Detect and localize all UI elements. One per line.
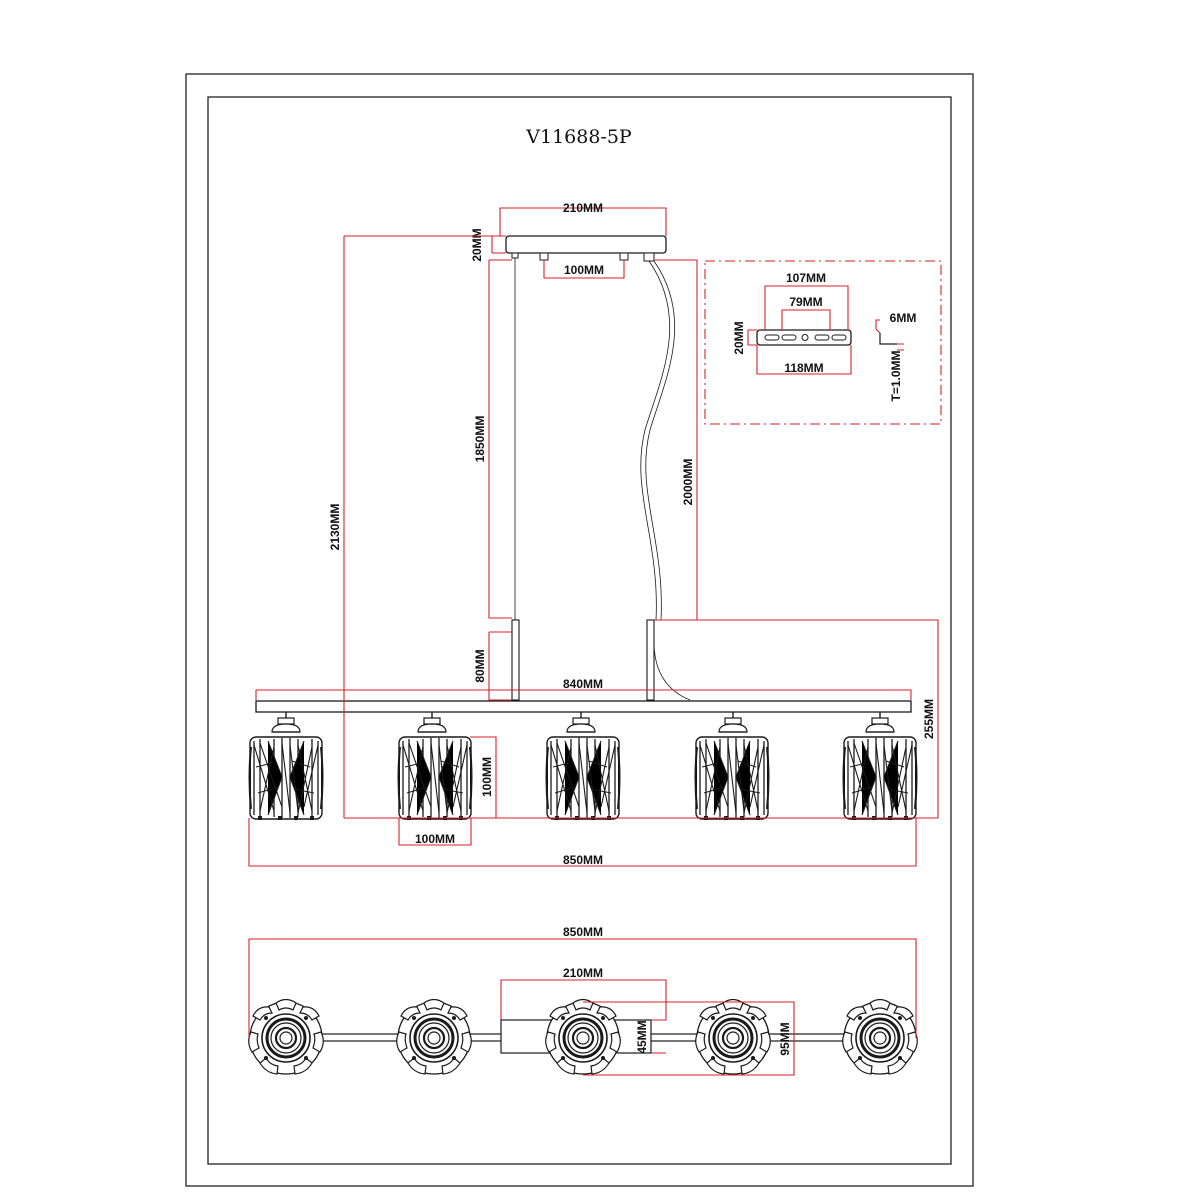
canopy-cable-grip bbox=[643, 252, 655, 262]
dim-top-canopy-depth: 45MM bbox=[635, 1020, 649, 1053]
shade-1 bbox=[248, 736, 324, 821]
dim-top-canopy-width: 210MM bbox=[563, 966, 603, 980]
rod-right bbox=[646, 619, 655, 701]
dim-bar-length: 840MM bbox=[563, 677, 603, 691]
outer-frame bbox=[185, 73, 974, 1187]
shade-5 bbox=[842, 736, 918, 821]
canopy bbox=[505, 235, 667, 254]
model-title: V11688-5P bbox=[525, 126, 632, 148]
dim-cable-length: 2000MM bbox=[681, 459, 695, 506]
top-shade-5 bbox=[841, 998, 919, 1076]
canopy-hook-left bbox=[511, 252, 519, 259]
dim-top-lamp-diameter: 95MM bbox=[778, 1022, 792, 1055]
rod-left bbox=[511, 619, 520, 701]
bracket-detail: 107MM 79MM 20MM 118MM 6MM T=1.0MM bbox=[704, 260, 942, 425]
top-shade-3 bbox=[544, 998, 622, 1076]
front-view bbox=[248, 235, 918, 821]
dim-canopy-height: 20MM bbox=[470, 228, 484, 261]
inner-frame bbox=[207, 96, 952, 1165]
shade-3 bbox=[545, 736, 621, 821]
front-dimensions: 210MM 20MM 100MM 2130MM 1850MM 80MM 2000… bbox=[248, 201, 939, 867]
dim-bracket-thickness: T=1.0MM bbox=[889, 350, 903, 401]
dim-overall-height: 2130MM bbox=[328, 504, 342, 551]
dim-bracket-inner: 79MM bbox=[789, 295, 822, 309]
top-shade-1 bbox=[247, 998, 325, 1076]
dim-shade-height: 100MM bbox=[480, 757, 494, 797]
dim-bracket-length: 118MM bbox=[784, 361, 823, 375]
top-shade-4 bbox=[694, 998, 772, 1076]
dim-bracket-lip: 6MM bbox=[890, 311, 917, 325]
top-dimensions: 850MM 210MM 45MM 95MM bbox=[248, 925, 917, 1076]
shade-2 bbox=[397, 736, 473, 821]
dim-overall-width: 850MM bbox=[563, 853, 603, 867]
top-view bbox=[247, 998, 919, 1076]
dim-rod-drop: 1850MM bbox=[473, 416, 487, 463]
dim-top-overall-width: 850MM bbox=[563, 925, 603, 939]
canopy-screw-right bbox=[619, 252, 629, 261]
dim-rod-length: 80MM bbox=[473, 649, 487, 682]
dim-lamp-drop: 255MM bbox=[922, 699, 936, 739]
main-bar bbox=[255, 700, 912, 713]
dim-bracket-slot: 107MM bbox=[786, 271, 826, 285]
dim-bracket-height: 20MM bbox=[732, 321, 746, 354]
dim-shade-width: 100MM bbox=[415, 832, 455, 846]
canopy-screw-left bbox=[539, 252, 549, 261]
shade-4 bbox=[694, 736, 770, 821]
power-cable bbox=[640, 260, 671, 621]
top-shade-2 bbox=[395, 998, 473, 1076]
dim-canopy-width: 210MM bbox=[563, 201, 603, 215]
dim-hole-spacing: 100MM bbox=[564, 263, 604, 277]
